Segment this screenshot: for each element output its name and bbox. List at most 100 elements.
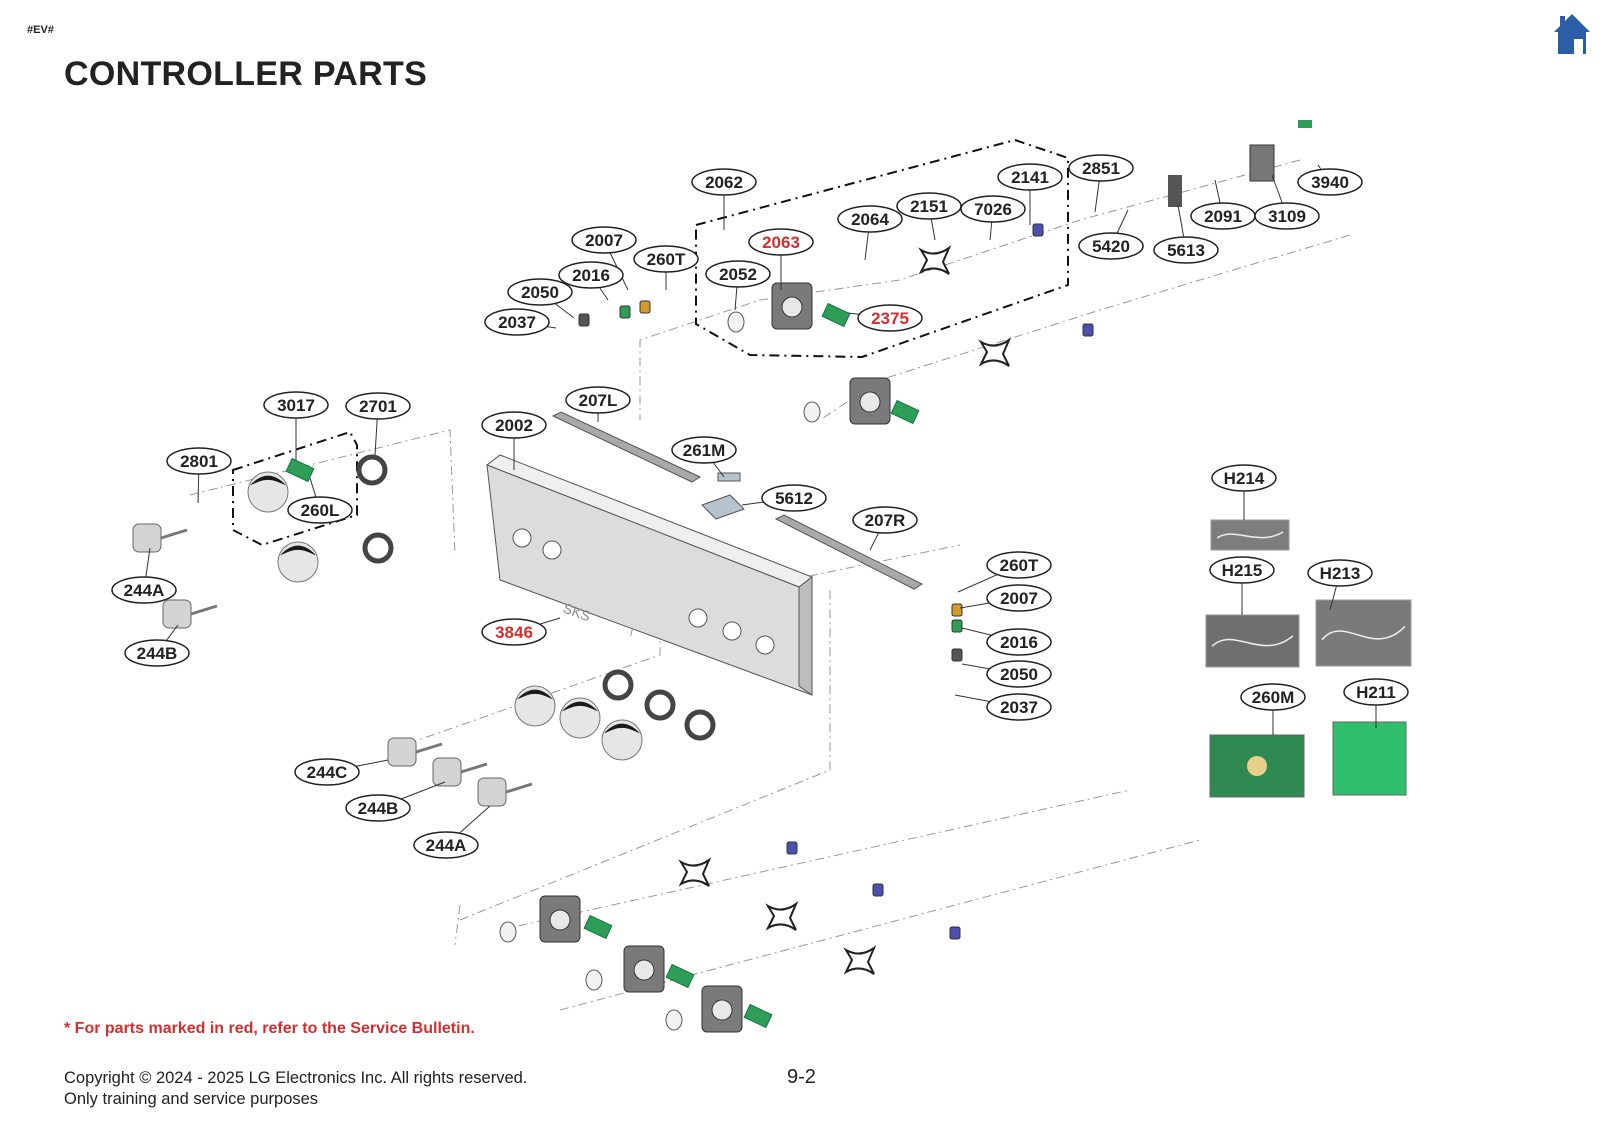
callout-oval	[1209, 556, 1275, 584]
part-number: 207R	[865, 511, 906, 530]
callout-oval	[1307, 559, 1373, 587]
part-number: H213	[1320, 564, 1361, 583]
part-number: 2007	[1000, 589, 1038, 608]
mount-ring	[684, 709, 716, 741]
part-callout: H211	[1343, 678, 1409, 706]
part-callout: 5420	[1078, 232, 1144, 260]
part-callout: 3940	[1297, 168, 1363, 196]
part-callout: H215	[1209, 556, 1275, 584]
page-number: 9-2	[787, 1066, 816, 1088]
part-number: 2016	[1000, 633, 1038, 652]
knob-cap	[432, 757, 462, 787]
part-callout: 5612	[761, 484, 827, 512]
switch-opening	[549, 909, 571, 931]
callout-oval	[705, 260, 771, 288]
part-number: 2037	[498, 313, 536, 332]
pcb-board	[821, 302, 851, 328]
knob-shaft	[415, 742, 443, 754]
part-number: 2851	[1082, 159, 1120, 178]
callout-oval	[1240, 683, 1306, 711]
sleeve	[803, 401, 821, 423]
part-number: 207L	[579, 391, 618, 410]
part-callout: 260T	[986, 551, 1052, 579]
callout-oval	[837, 205, 903, 233]
pcb-board	[665, 963, 695, 989]
board-component	[1247, 756, 1267, 776]
part-callout: 2062	[691, 168, 757, 196]
callout-oval	[294, 758, 360, 786]
trim-left	[551, 411, 702, 483]
callout-oval	[565, 386, 631, 414]
part-callout: 2016	[558, 261, 624, 289]
part-callout: 2151	[896, 192, 962, 220]
part-number: 2141	[1011, 168, 1049, 187]
cam-plate	[918, 245, 952, 275]
mount-ring	[362, 532, 394, 564]
callout-oval	[986, 628, 1052, 656]
part-callout: 260M	[1240, 683, 1306, 711]
wire-strand	[1211, 635, 1294, 647]
sleeve	[665, 1009, 683, 1031]
service-bulletin-note: * For parts marked in red, refer to the …	[64, 1020, 475, 1037]
cam-plate	[978, 337, 1012, 367]
part-callout: 260L	[287, 496, 353, 524]
part-callout: 244B	[345, 794, 411, 822]
callout-oval	[166, 447, 232, 475]
part-number: H215	[1222, 561, 1263, 580]
callout-oval	[345, 794, 411, 822]
part-callout: 2141	[997, 163, 1063, 191]
part-callout: 2016	[986, 628, 1052, 656]
callout-oval	[997, 163, 1063, 191]
trim-right	[774, 514, 924, 590]
part-number: H211	[1356, 683, 1396, 702]
part-number: 2052	[719, 265, 757, 284]
callout-oval	[124, 639, 190, 667]
mount-ring	[602, 669, 634, 701]
callout-oval	[413, 831, 479, 859]
part-number: 260M	[1252, 688, 1295, 707]
part-number: 260L	[301, 501, 340, 520]
part-callout: 2002	[481, 411, 547, 439]
callout-oval	[111, 576, 177, 604]
callout-oval	[1078, 232, 1144, 260]
callout-oval	[1153, 236, 1219, 264]
part-callout: 244A	[413, 831, 479, 859]
callout-oval	[633, 245, 699, 273]
cam-plate	[678, 857, 712, 887]
knob-bezel	[562, 701, 598, 712]
pcb-board	[743, 1003, 773, 1029]
callout-oval	[481, 411, 547, 439]
copyright-block: Copyright © 2024 - 2025 LG Electronics I…	[64, 1068, 527, 1110]
part-number: 244A	[124, 581, 165, 600]
part-number: 260T	[647, 250, 686, 269]
part-number: 3109	[1268, 207, 1306, 226]
part-number: 7026	[974, 200, 1012, 219]
part-number: 3017	[277, 396, 315, 415]
callout-oval	[1211, 464, 1277, 492]
part-callout: 2801	[166, 447, 232, 475]
part-number: 260T	[1000, 556, 1039, 575]
part-callout: 2063	[748, 228, 814, 256]
home-icon[interactable]	[1552, 12, 1592, 56]
switch-bracket	[1249, 144, 1275, 182]
page-title: CONTROLLER PARTS	[64, 55, 428, 93]
callout-oval	[507, 278, 573, 306]
part-callout: 2050	[507, 278, 573, 306]
mount-ring	[356, 454, 388, 486]
control-panel	[485, 454, 814, 696]
callout-oval	[481, 618, 547, 646]
part-callout: 2701	[345, 392, 411, 420]
callout-oval	[748, 228, 814, 256]
relay-block	[1168, 175, 1182, 207]
part-number: 2050	[521, 283, 559, 302]
small-part	[872, 883, 884, 897]
part-callout: 244C	[294, 758, 360, 786]
part-number: 2016	[572, 266, 610, 285]
purpose-text: Only training and service purposes	[64, 1090, 319, 1108]
sleeve	[499, 921, 517, 943]
part-number: 5612	[775, 489, 813, 508]
switch-opening	[859, 391, 881, 413]
pcb-board	[583, 914, 613, 940]
part-callout: 2052	[705, 260, 771, 288]
callout-oval	[761, 484, 827, 512]
